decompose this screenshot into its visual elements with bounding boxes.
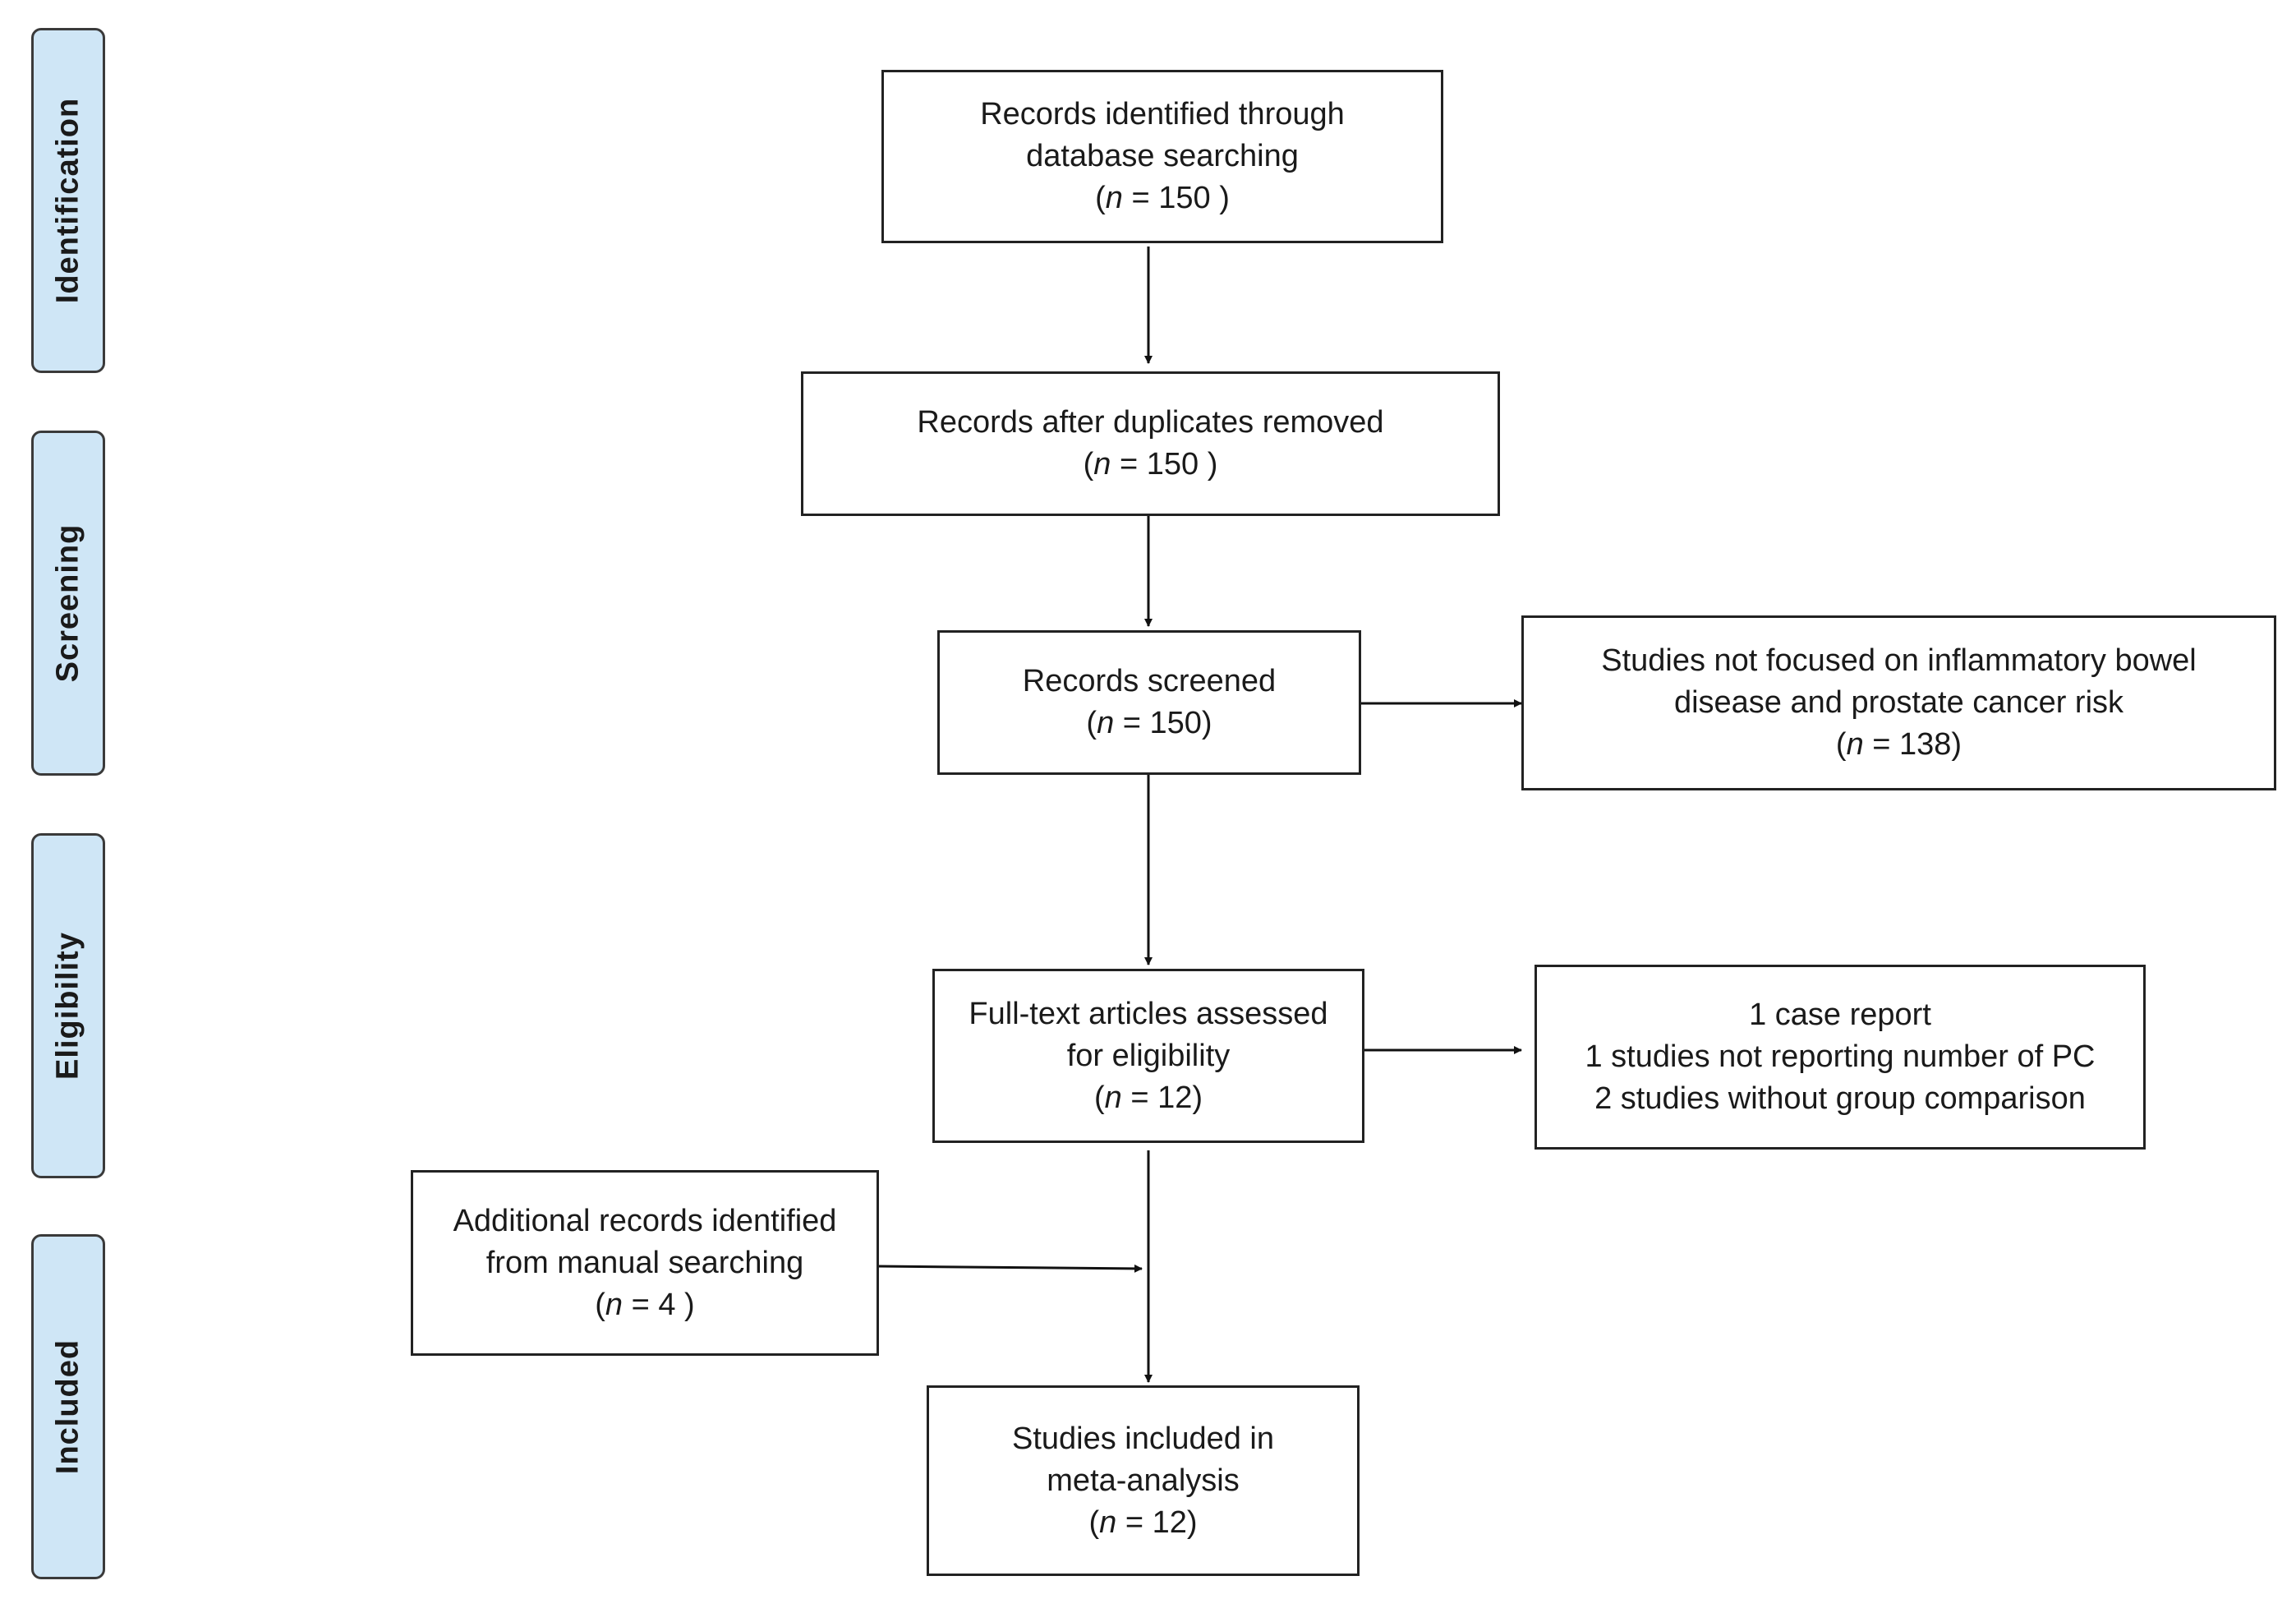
box-excluded-full-text-line1: 1 case report [1749, 998, 1931, 1032]
box-additional-records: Additional records identified from manua… [411, 1170, 879, 1356]
box-studies-included-line2: meta-analysis [1047, 1463, 1240, 1498]
box-full-text-count: (n = 12) [1093, 1080, 1203, 1115]
box-records-screened-line1: Records screened [1022, 664, 1277, 698]
box-additional-records-line1: Additional records identified [453, 1203, 837, 1238]
box-records-identified-count: (n = 150 ) [1095, 181, 1230, 215]
box-excluded-screening-line2: disease and prostate cancer risk [1673, 685, 2124, 720]
box-excluded-screening-line1: Studies not focused on inflammatory bowe… [1601, 643, 2197, 678]
box-excluded-screening-count: (n = 138) [1835, 727, 1962, 762]
box-studies-included-line1: Studies included in [1012, 1421, 1274, 1456]
box-excluded-screening: Studies not focused on inflammatory bowe… [1521, 615, 2276, 790]
stage-eligibility: Eligibility [31, 833, 105, 1178]
box-additional-records-count: (n = 4 ) [595, 1287, 695, 1322]
box-after-duplicates: Records after duplicates removed (n = 15… [801, 371, 1500, 516]
box-studies-included-count: (n = 12) [1088, 1505, 1198, 1540]
box-records-identified-line2: database searching [1026, 139, 1299, 173]
box-excluded-full-text-line3: 2 studies without group comparison [1594, 1081, 2086, 1116]
box-records-screened-count: (n = 150) [1086, 706, 1212, 740]
box-excluded-full-text-line2: 1 studies not reporting number of PC [1585, 1039, 2096, 1074]
stage-included: Included [31, 1234, 105, 1579]
box-after-duplicates-line1: Records after duplicates removed [917, 405, 1384, 440]
box-full-text-line2: for eligibility [1066, 1038, 1231, 1073]
box-excluded-full-text: 1 case report 1 studies not reporting nu… [1535, 965, 2146, 1150]
box-records-identified: Records identified through database sear… [881, 70, 1443, 243]
box-after-duplicates-count: (n = 150 ) [1083, 447, 1218, 482]
stage-identification: Identification [31, 28, 105, 373]
box-additional-records-line2: from manual searching [485, 1245, 804, 1280]
box-records-screened: Records screened (n = 150) [937, 630, 1361, 775]
box-records-identified-line1: Records identified through [980, 97, 1345, 131]
box-studies-included: Studies included in meta-analysis (n = 1… [927, 1385, 1360, 1576]
box-full-text-line1: Full-text articles assessed [969, 996, 1328, 1031]
arrow-additional-to-main [877, 1264, 1143, 1273]
box-full-text: Full-text articles assessed for eligibil… [932, 969, 1364, 1143]
stage-screening: Screening [31, 431, 105, 776]
